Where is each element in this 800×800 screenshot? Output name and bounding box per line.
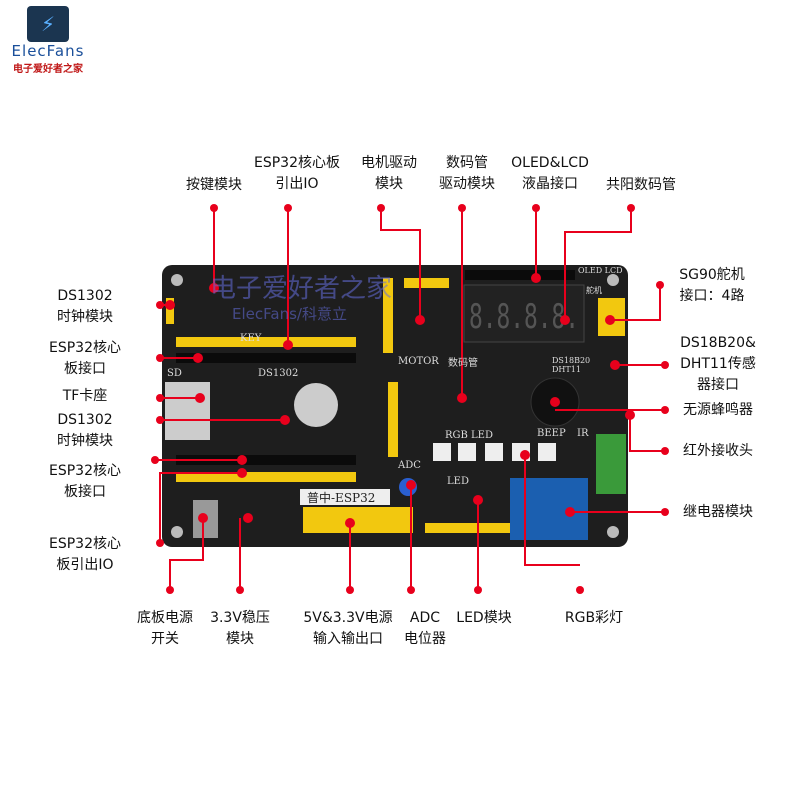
female-headers: [176, 270, 575, 465]
callout-motor: 电机驱动模块: [361, 153, 417, 195]
callout-keys: 按键模块: [186, 175, 242, 196]
callout-text: OLED&LCD: [511, 155, 589, 171]
callout-oled: OLED&LCD 液晶接口: [511, 153, 589, 195]
callout-text: DS1302: [57, 288, 113, 304]
callout-text: RGB彩灯: [564, 610, 624, 626]
silk-motor: MOTOR: [398, 356, 439, 367]
callout-tf: TF卡座: [63, 386, 108, 407]
callout-ir: 红外接收头: [683, 441, 753, 462]
callout-esp32-io-top: ESP32核心板引出IO: [254, 153, 340, 195]
callout-led: LED模块: [456, 608, 511, 629]
callout-text: 驱动模块: [439, 176, 495, 192]
callout-text: 液晶接口: [522, 176, 578, 192]
callout-text: ESP32核心: [49, 536, 121, 552]
callout-servo: SG90舵机接口：4路: [679, 265, 745, 307]
silk-servo: 舵机: [586, 286, 602, 295]
silk-ir: IR: [577, 428, 589, 439]
callout-text: 按键模块: [186, 177, 242, 193]
callout-text: 板接口: [64, 484, 106, 500]
silk-seg: 数码管: [448, 358, 478, 369]
callout-text: SG90舵机: [679, 267, 745, 283]
callout-power-io: 5V&3.3V电源输入输出口: [303, 608, 392, 650]
leader-lines: [155, 208, 665, 590]
callout-text: DHT11传感: [680, 356, 756, 372]
callout-text: 继电器模块: [683, 504, 753, 520]
callout-text: 模块: [375, 176, 403, 192]
callout-text: DS1302: [57, 412, 113, 428]
silk-rgb: RGB LED: [445, 430, 494, 441]
callout-text: 红外接收头: [683, 443, 753, 459]
silk-led: LED: [447, 476, 469, 487]
callout-text: ADC: [409, 610, 441, 626]
logo-subtitle: 电子爱好者之家: [13, 64, 83, 75]
seg-digits: 8.8.8.8.: [469, 297, 579, 337]
callout-ds1302-a: DS1302 时钟模块: [57, 286, 113, 328]
callout-text: 5V&3.3V电源: [303, 610, 393, 626]
callout-text: 3.3V稳压: [210, 610, 270, 626]
callout-switch: 底板电源开关: [137, 608, 193, 650]
leader-dots: [151, 204, 669, 594]
callout-seg-display: 共阳数码管: [606, 175, 676, 196]
mounting-holes: [171, 274, 619, 538]
callout-seg-driver: 数码管驱动模块: [439, 153, 495, 195]
callout-text: 板引出IO: [56, 557, 114, 573]
watermark-sub: ElecFans/科意立: [232, 305, 347, 323]
board-title-plate: [300, 489, 390, 505]
callout-rgb: RGB彩灯: [565, 608, 623, 629]
callout-text: DS18B20&: [680, 335, 756, 351]
relay: [510, 478, 588, 540]
pin-headers: [166, 278, 625, 533]
callout-esp32-if-a: ESP32核心板接口: [49, 338, 121, 380]
callout-esp32-io-b: ESP32核心板引出IO: [49, 534, 121, 576]
silk-oled: OLED LCD: [578, 266, 623, 275]
silk-ds1302: DS1302: [258, 368, 299, 379]
callout-text: 无源蜂鸣器: [683, 402, 753, 418]
callout-text: 共阳数码管: [606, 177, 676, 193]
callout-text: 时钟模块: [57, 433, 113, 449]
callout-text: LED模块: [456, 610, 512, 626]
callout-text: TF卡座: [62, 388, 108, 404]
terminal-block: [596, 434, 626, 494]
callout-text: 底板电源: [137, 610, 193, 626]
callout-text: 电机驱动: [361, 155, 417, 171]
callout-text: 模块: [226, 631, 254, 647]
callout-relay: 继电器模块: [683, 502, 753, 523]
callout-ds1302-b: DS1302 时钟模块: [57, 410, 113, 452]
silk-sd: SD: [167, 368, 182, 379]
silk-ds18b20: DS18B20 DHT11: [552, 356, 591, 374]
callout-text: 接口：4路: [679, 288, 745, 304]
callout-text: 开关: [151, 631, 179, 647]
watermark: 电子爱好者之家: [210, 274, 393, 304]
callout-text: 电位器: [404, 631, 446, 647]
callout-text: ESP32核心板: [254, 155, 340, 171]
elecfans-logo: ⚡ ElecFans 电子爱好者之家: [8, 6, 88, 75]
callout-text: 器接口: [696, 377, 739, 393]
logo-name: ElecFans: [11, 42, 85, 60]
board-title: 普中-ESP32: [307, 490, 375, 505]
silk-key: KEY: [240, 333, 262, 344]
silk-beep: BEEP: [537, 428, 566, 439]
callout-buzzer: 无源蜂鸣器: [683, 400, 753, 421]
callout-sensor: DS18B20&DHT11传感器接口: [680, 333, 756, 396]
callout-adc: ADC 电位器: [404, 608, 446, 650]
callout-text: ESP32核心: [49, 463, 121, 479]
callout-esp32-if-b: ESP32核心板接口: [49, 461, 121, 503]
house-lightning-icon: ⚡: [27, 6, 69, 42]
coin-battery: [294, 383, 338, 427]
tf-slot: [165, 382, 210, 440]
silk-adc: ADC: [398, 460, 421, 471]
callout-regulator: 3.3V稳压模块: [210, 608, 270, 650]
callout-text: 时钟模块: [57, 309, 113, 325]
callout-text: ESP32核心: [49, 340, 121, 356]
callout-text: 引出IO: [275, 176, 319, 192]
callout-text: 数码管: [446, 155, 488, 171]
callout-text: 板接口: [64, 361, 106, 377]
callout-text: 输入输出口: [313, 631, 383, 647]
